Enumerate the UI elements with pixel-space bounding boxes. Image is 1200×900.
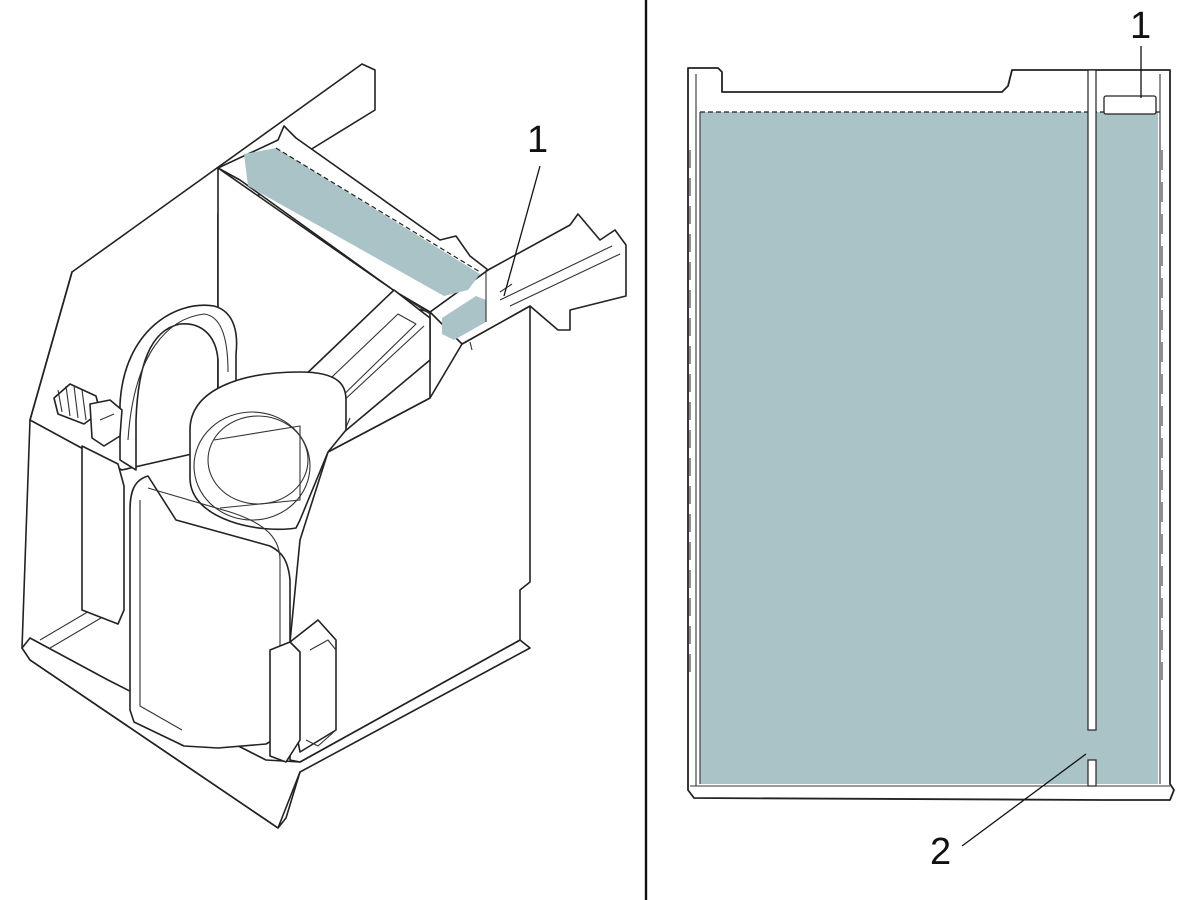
partition-lower [1087,759,1097,787]
water-region [700,112,1158,784]
front-opening [269,641,301,763]
right-callout-1-label: 1 [1130,5,1151,47]
partition-upper [1087,69,1097,731]
right-callout-2-leader [961,753,1087,847]
support-block [81,445,125,625]
left-view-isometric: 1 [21,63,627,829]
left-callout-1-leader [503,165,541,297]
water-channel-small [442,296,486,340]
left-callout-1-label: 1 [527,119,548,161]
water-channel-top [244,148,480,296]
right-view-front: 1 2 [687,5,1175,873]
right-callout-2-label: 2 [930,831,951,873]
threaded-fitting [53,383,123,447]
lower-box [129,475,291,749]
overflow-slot [1103,95,1157,115]
cylinder-container [189,371,347,531]
